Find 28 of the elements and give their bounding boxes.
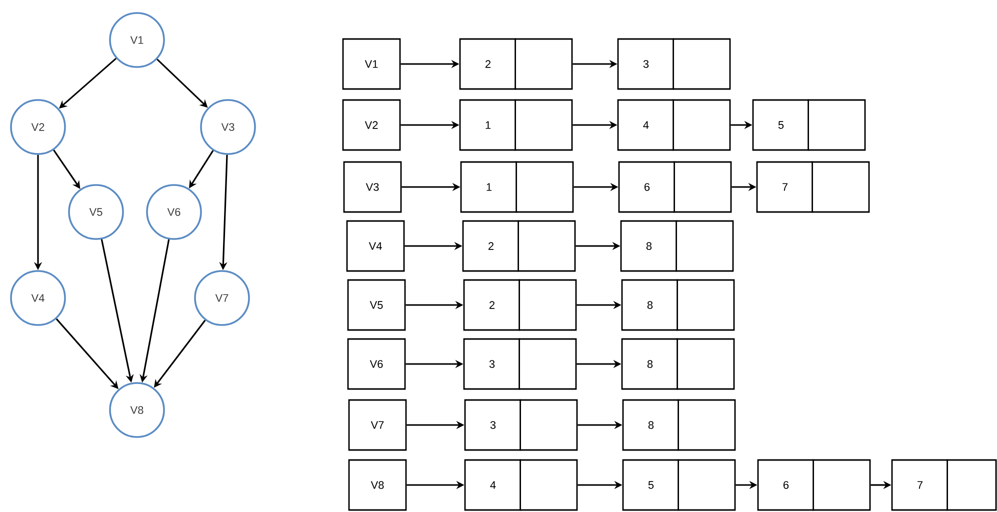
vertex-box: V3 xyxy=(343,161,402,213)
list-node-box: 2 xyxy=(459,38,573,90)
list-node-box: 8 xyxy=(621,338,735,390)
list-node-box: 2 xyxy=(462,220,576,272)
list-node-box: 5 xyxy=(622,459,736,511)
list-node-box: 8 xyxy=(621,279,735,331)
list-node-box: 3 xyxy=(463,338,577,390)
list-node-box: 3 xyxy=(464,399,578,451)
list-node-box: 5 xyxy=(752,99,866,151)
list-node-box: 4 xyxy=(464,459,578,511)
vertex-box: V1 xyxy=(342,38,401,90)
list-node-box: 4 xyxy=(617,99,731,151)
list-node-box: 7 xyxy=(891,459,997,511)
vertex-box: V7 xyxy=(348,399,407,451)
list-node-box: 1 xyxy=(460,161,574,213)
list-node-box: 2 xyxy=(463,279,577,331)
vertex-box: V5 xyxy=(347,279,406,331)
list-node-box: 3 xyxy=(617,38,731,90)
list-node-box: 7 xyxy=(756,161,870,213)
list-node-box: 1 xyxy=(459,99,573,151)
vertex-box: V4 xyxy=(346,220,405,272)
vertex-box: V6 xyxy=(347,338,406,390)
list-node-box: 8 xyxy=(622,399,736,451)
list-node-box: 6 xyxy=(618,161,732,213)
list-node-box: 6 xyxy=(757,459,871,511)
vertex-box: V8 xyxy=(348,459,407,511)
list-node-box: 8 xyxy=(620,220,734,272)
vertex-box: V2 xyxy=(342,99,401,151)
